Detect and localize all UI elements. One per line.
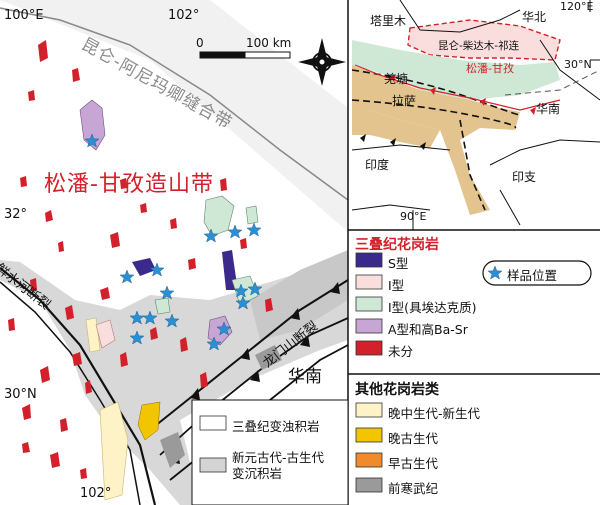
granite-precambrian-2 — [255, 345, 282, 370]
legend-i-type: I型 — [388, 278, 405, 293]
legend-triassic-title: 三叠纪花岗岩 — [355, 237, 439, 253]
legend-early-paleozoic: 早古生代 — [388, 456, 439, 471]
legend-a-type: A型和高Ba-Sr — [388, 322, 468, 337]
swatch-other-3 — [355, 477, 383, 493]
legend-late-mesozoic: 晚中生代-新生代 — [388, 406, 481, 421]
legend-metasediment: 新元古代-古生代 变沉积岩 — [232, 450, 325, 481]
swatch-other-1 — [355, 427, 383, 443]
lon-102-top-label: 102° — [168, 8, 200, 23]
lon-100-label: 100°E — [4, 8, 44, 23]
legend-late-paleozoic: 晚古生代 — [388, 431, 439, 446]
granite-late-paleozoic — [137, 401, 161, 441]
legend-sample-location: 样品位置 — [507, 268, 558, 283]
swatch-triassic-2 — [355, 296, 383, 312]
scale-km-label: 100 km — [246, 36, 292, 50]
xianshuihe-fault-line-2 — [0, 281, 141, 505]
swatch-triassic-1 — [355, 274, 383, 290]
legend-i-adakitic: I型(具埃达克质) — [388, 300, 477, 315]
legend-triassic-turbidite: 三叠纪变浊积岩 — [232, 419, 320, 434]
swatch-rock-0 — [199, 415, 227, 431]
legend-other-title: 其他花岗岩类 — [355, 382, 439, 398]
inset-lon-90-label: 90°E — [400, 210, 427, 223]
longmenshan-fault-line — [149, 279, 349, 431]
lat-30-label: 30°N — [4, 387, 37, 402]
inset-map — [351, 0, 600, 230]
granite-late-mesozoic — [99, 401, 129, 501]
swatch-other-0 — [355, 402, 383, 418]
inset-lat-30-label: 30°N — [564, 58, 592, 71]
north-arrow — [298, 38, 346, 86]
sample-stars — [84, 133, 263, 351]
inset-songpan-ganzi-label: 松潘-甘孜 — [466, 62, 514, 75]
xianshuihe-fault-line — [0, 267, 157, 505]
scale-bar — [199, 51, 291, 59]
lat-32-label: 32° — [4, 207, 28, 222]
inset-qiangtang-label: 羌塘 — [384, 72, 409, 86]
granite-a-type — [79, 99, 106, 151]
swatch-triassic-0 — [355, 252, 383, 268]
granite-precambrian — [160, 432, 185, 468]
kunlun-suture-line — [0, 7, 349, 201]
swatch-other-2 — [355, 452, 383, 468]
legend-undivided: 未分 — [388, 344, 414, 359]
granite-undivided-bodies — [8, 40, 273, 479]
granite-i-type — [95, 319, 116, 349]
inset-india-label: 印度 — [365, 158, 390, 172]
lon-102-bottom-label: 102° — [80, 486, 112, 501]
granite-s-type — [132, 258, 156, 276]
inset-kunlun-qilian-label: 昆仑-柴达木-祁连 — [438, 40, 520, 52]
inset-tarim-label: 塔里木 — [370, 14, 407, 28]
legend-s-type: S型 — [388, 256, 409, 271]
inset-huabei-label: 华北 — [522, 10, 547, 24]
granite-i-adakitic-4 — [154, 297, 171, 315]
scale-zero-label: 0 — [196, 36, 204, 50]
legend-swatches — [191, 252, 592, 505]
swatch-rock-1 — [199, 457, 227, 473]
legend-precambrian: 前寒武纪 — [388, 481, 439, 496]
inset-lhasa-label: 拉萨 — [392, 94, 417, 108]
inset-huanan-label: 华南 — [536, 102, 561, 116]
inset-lon-120-label: 120°E — [560, 0, 594, 13]
songpan-belt-label: 松潘-甘孜造山带 — [44, 172, 214, 197]
swatch-triassic-4 — [355, 340, 383, 356]
longmenshan-belt — [250, 250, 348, 340]
swatch-triassic-3 — [355, 318, 383, 334]
granite-i-adakitic-3 — [245, 205, 259, 225]
huanan-main-label: 华南 — [288, 367, 322, 387]
inset-indochina-label: 印支 — [512, 170, 537, 184]
